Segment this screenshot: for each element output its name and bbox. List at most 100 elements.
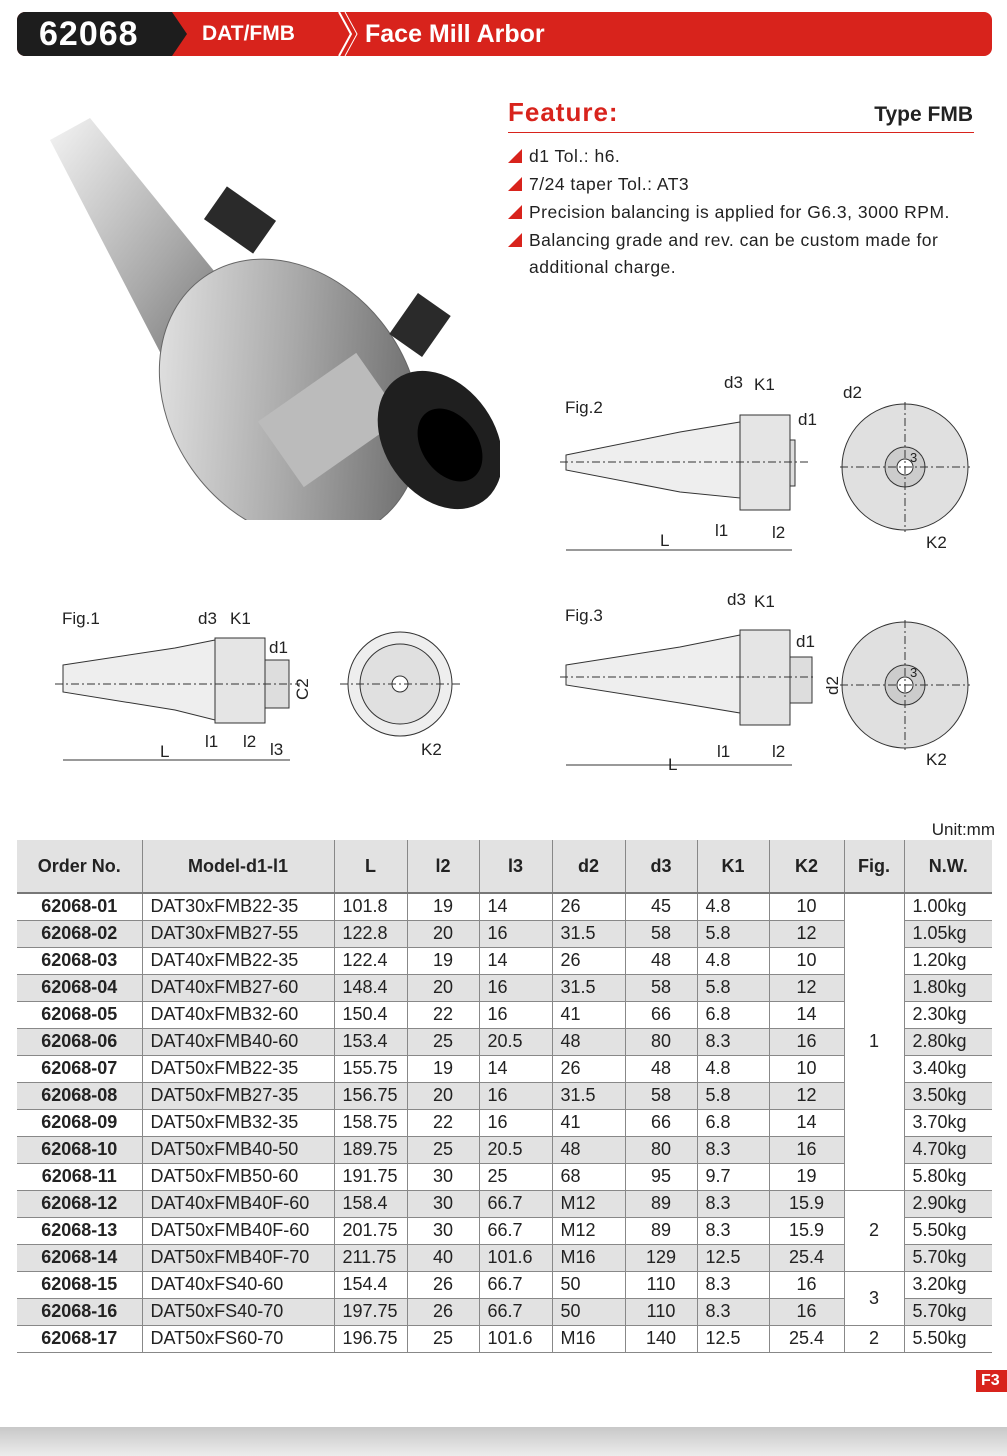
value-cell: 20.5 (478, 1028, 552, 1056)
value-cell: 10 (768, 947, 844, 975)
value-cell: 8.3 (696, 1217, 769, 1245)
value-cell: 140 (624, 1325, 697, 1353)
fig-cell: 1 (843, 893, 904, 1191)
feature-bullet-text: Precision balancing is applied for G6.3,… (529, 202, 950, 222)
order-number: 62068-11 (17, 1163, 142, 1191)
order-number: 62068-07 (17, 1055, 142, 1083)
value-cell: 41 (551, 1001, 625, 1029)
product-code: 62068 (17, 12, 187, 56)
value-cell: M16 (551, 1244, 625, 1272)
value-cell: 122.8 (333, 920, 407, 948)
feature-bullet-text: Balancing grade and rev. can be custom m… (529, 230, 939, 250)
value-cell: 26 (406, 1298, 479, 1326)
value-cell: 48 (624, 947, 697, 975)
dim-label: l2 (243, 732, 256, 751)
value-cell: 58 (624, 920, 697, 948)
figure-title: Fig.3 (565, 606, 603, 625)
value-cell: 16 (768, 1028, 844, 1056)
feature-title: Feature: (508, 97, 619, 127)
value-cell: 129 (624, 1244, 697, 1272)
value-cell: 14 (478, 1055, 552, 1083)
value-cell: 8.3 (696, 1271, 769, 1299)
order-number: 62068-05 (17, 1001, 142, 1029)
value-cell: 196.75 (333, 1325, 407, 1353)
figure-3-drawing: Fig.3 d3 K1 d1 d2 L l1 l2 3 K2 (560, 590, 970, 774)
value-cell: 101.8 (333, 893, 407, 921)
model-cell: DAT50xFS60-70 (141, 1325, 334, 1353)
value-cell: 30 (406, 1217, 479, 1245)
value-cell: 20 (406, 920, 479, 948)
value-cell: 12 (768, 974, 844, 1002)
order-number: 62068-14 (17, 1244, 142, 1272)
dim-label: l1 (717, 742, 730, 761)
value-cell: 211.75 (333, 1244, 407, 1272)
value-cell: 48 (551, 1136, 625, 1164)
value-cell: 201.75 (333, 1217, 407, 1245)
value-cell: 4.70kg (903, 1136, 992, 1164)
dim-label: K2 (421, 740, 442, 759)
value-cell: 25 (406, 1325, 479, 1353)
order-number: 62068-17 (17, 1325, 142, 1353)
footer-band (0, 1427, 1007, 1456)
feature-bullet: Precision balancing is applied for G6.3,… (508, 202, 950, 223)
value-cell: 4.8 (696, 947, 769, 975)
dim-label: L (668, 755, 677, 774)
order-number: 62068-02 (17, 920, 142, 948)
value-cell: 25.4 (768, 1244, 844, 1272)
order-number: 62068-15 (17, 1271, 142, 1299)
value-cell: 15.9 (768, 1217, 844, 1245)
value-cell: 5.8 (696, 1082, 769, 1110)
value-cell: 26 (551, 893, 625, 921)
value-cell: 16 (478, 974, 552, 1002)
value-cell: 48 (551, 1028, 625, 1056)
value-cell: 14 (478, 947, 552, 975)
value-cell: 1.80kg (903, 974, 992, 1002)
dim-label: l2 (772, 523, 785, 542)
triangle-bullet-icon (508, 233, 522, 247)
value-cell: 1.00kg (903, 893, 992, 921)
model-cell: DAT40xFS40-60 (141, 1271, 334, 1299)
model-cell: DAT40xFMB32-60 (141, 1001, 334, 1029)
value-cell: 8.3 (696, 1028, 769, 1056)
unit-label: Unit:mm (931, 820, 995, 839)
value-cell: 158.4 (333, 1190, 407, 1218)
dim-label: K2 (926, 750, 947, 769)
order-number: 62068-04 (17, 974, 142, 1002)
value-cell: 26 (551, 1055, 625, 1083)
order-number: 62068-01 (17, 893, 142, 921)
value-cell: 16 (478, 1001, 552, 1029)
fig-cell: 2 (843, 1325, 904, 1353)
column-header: K1 (696, 840, 769, 894)
dim-label: d3 (727, 590, 746, 609)
value-cell: 110 (624, 1271, 697, 1299)
order-number: 62068-10 (17, 1136, 142, 1164)
fig-cell: 3 (843, 1271, 904, 1326)
dim-label: d2 (843, 383, 862, 402)
type-label: Type FMB (874, 103, 973, 126)
column-header: d3 (624, 840, 697, 894)
value-cell: 16 (768, 1298, 844, 1326)
value-cell: 25 (406, 1136, 479, 1164)
value-cell: 5.80kg (903, 1163, 992, 1191)
series-label: DAT/FMB (202, 22, 295, 45)
dim-label: d1 (798, 410, 817, 429)
value-cell: 10 (768, 893, 844, 921)
figure-1-drawing: Fig.1 d3 K1 d1 C2 L l1 l2 l3 K2 (55, 609, 460, 761)
value-cell: 5.50kg (903, 1325, 992, 1353)
value-cell: 15.9 (768, 1190, 844, 1218)
product-photo (50, 118, 500, 520)
value-cell: 122.4 (333, 947, 407, 975)
value-cell: 2.90kg (903, 1190, 992, 1218)
value-cell: 45 (624, 893, 697, 921)
dim-label: d3 (198, 609, 217, 628)
dim-label: l2 (772, 742, 785, 761)
value-cell: 155.75 (333, 1055, 407, 1083)
fig-cell: 2 (843, 1190, 904, 1272)
value-cell: 10 (768, 1055, 844, 1083)
